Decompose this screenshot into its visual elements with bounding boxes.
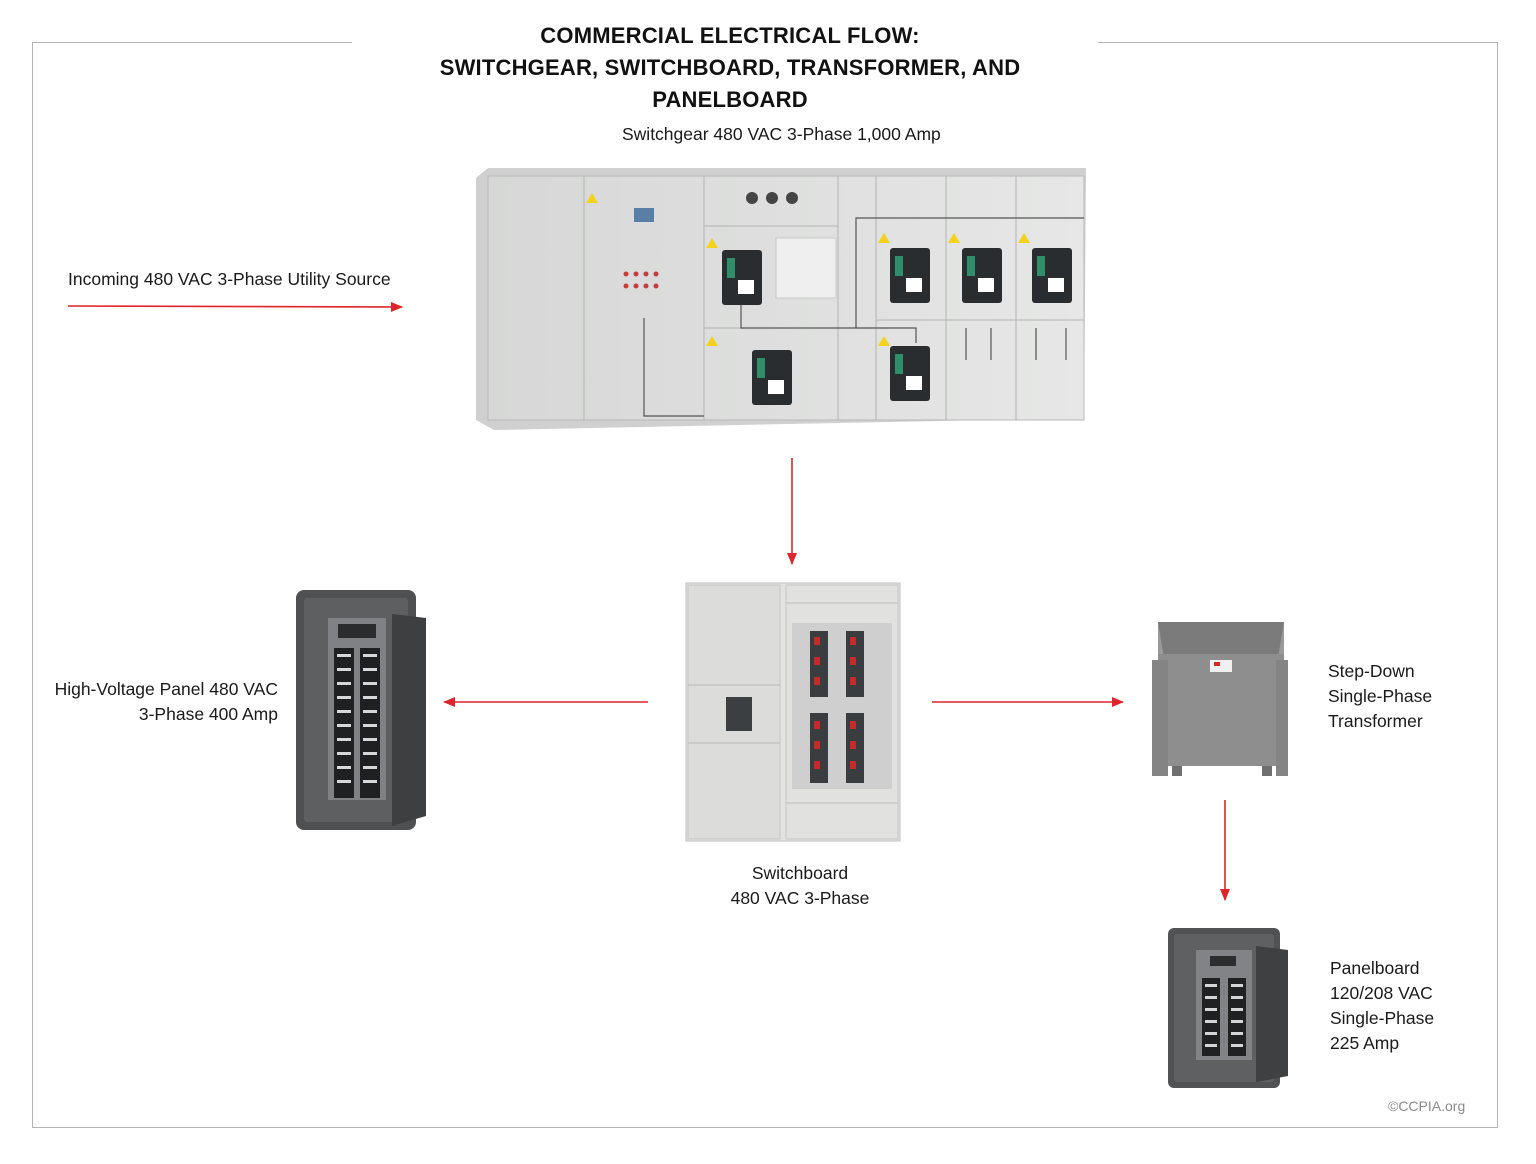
panelboard-label-line-3: Single-Phase xyxy=(1330,1008,1435,1028)
panelboard-label-line-1: Panelboard xyxy=(1330,958,1420,978)
frame-bottom xyxy=(32,1127,1498,1128)
high-voltage-panel-label: High-Voltage Panel 480 VAC 3-Phase 400 A… xyxy=(30,677,278,727)
high-voltage-panel-image xyxy=(296,590,426,830)
panelboard-label-line-4: 225 Amp xyxy=(1330,1033,1400,1053)
transformer-label-line-3: Transformer xyxy=(1328,711,1423,731)
panelboard-label: Panelboard 120/208 VAC Single-Phase 225 … xyxy=(1330,956,1434,1056)
title-line-2: SWITCHGEAR, SWITCHBOARD, TRANSFORMER, AN… xyxy=(439,55,1021,112)
switchboard-label: Switchboard 480 VAC 3-Phase xyxy=(700,861,900,911)
switchboard-image xyxy=(685,582,901,842)
switchboard-label-line-1: Switchboard xyxy=(751,863,849,883)
panelboard-image xyxy=(1168,928,1288,1088)
title-line-1: COMMERCIAL ELECTRICAL FLOW: xyxy=(540,23,920,48)
diagram-title: COMMERCIAL ELECTRICAL FLOW: SWITCHGEAR, … xyxy=(360,20,1100,116)
high-voltage-panel-label-line-1: High-Voltage Panel 480 VAC xyxy=(54,679,278,699)
high-voltage-panel-label-line-2: 3-Phase 400 Amp xyxy=(138,704,278,724)
frame-top-right xyxy=(1098,42,1498,43)
transformer-label-line-1: Step-Down xyxy=(1328,661,1415,681)
switchgear-image xyxy=(476,168,1086,430)
frame-top-left xyxy=(32,42,352,43)
switchboard-label-line-2: 480 VAC 3-Phase xyxy=(730,888,870,908)
transformer-image xyxy=(1152,622,1288,776)
copyright-text: ©CCPIA.org xyxy=(1388,1098,1466,1114)
arrow-utility-to-switchgear xyxy=(67,301,403,312)
panelboard-label-line-2: 120/208 VAC xyxy=(1330,983,1433,1003)
frame-right xyxy=(1497,42,1498,1128)
transformer-label: Step-Down Single-Phase Transformer xyxy=(1328,659,1432,734)
switchgear-label: Switchgear 480 VAC 3-Phase 1,000 Amp xyxy=(622,124,941,144)
frame-left xyxy=(32,42,33,1128)
transformer-label-line-2: Single-Phase xyxy=(1328,686,1433,706)
utility-source-label: Incoming 480 VAC 3-Phase Utility Source xyxy=(68,269,391,289)
